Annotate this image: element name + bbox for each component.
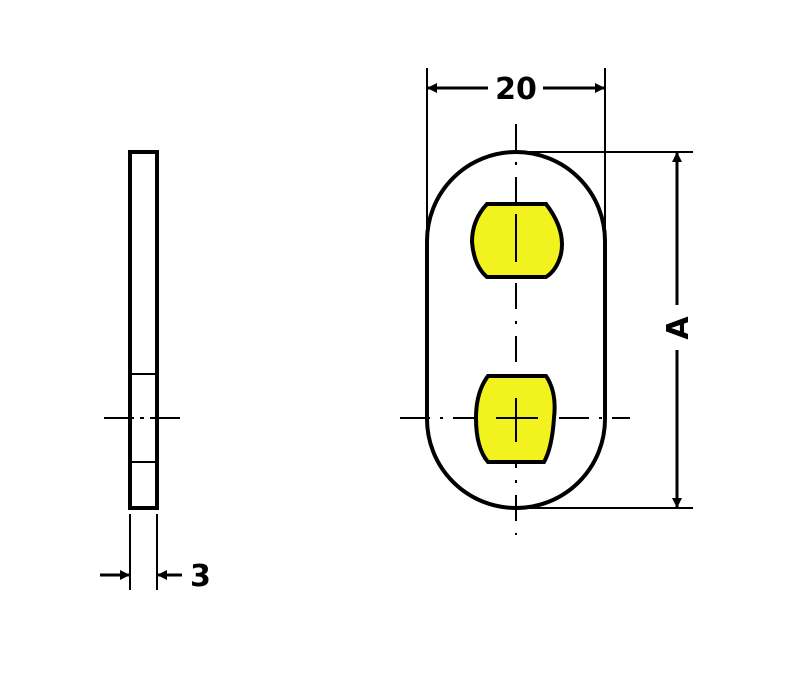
front-view — [400, 124, 630, 535]
height-label: A — [661, 316, 696, 340]
thickness-dimension: 3 — [100, 514, 211, 594]
thickness-label: 3 — [190, 559, 211, 594]
side-view-plate — [128, 150, 159, 510]
width-dimension: 20 — [426, 68, 606, 250]
height-dimension: A — [530, 151, 696, 509]
width-label: 20 — [495, 72, 537, 107]
side-view — [104, 150, 184, 510]
